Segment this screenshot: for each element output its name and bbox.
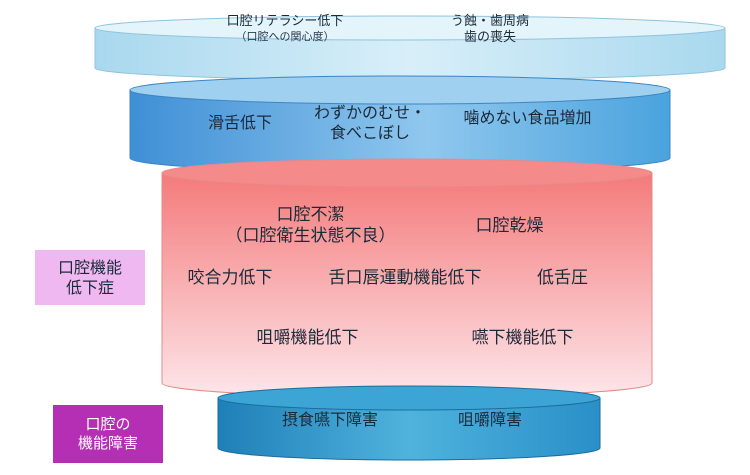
item-dysphagia: 摂食嚥下障害 <box>265 410 395 430</box>
side-label-oral-hypofunction: 口腔機能 低下症 <box>35 250 145 305</box>
item-line: 咬合力低下 <box>187 268 273 288</box>
item-line: 口腔乾燥 <box>475 216 544 236</box>
item-line: 滑舌低下 <box>207 113 272 132</box>
item-unchewable-food-increase: 噛めない食品増加 <box>445 108 610 128</box>
item-poor-oral-hygiene: 口腔不潔 （口腔衛生状態不良） <box>218 205 403 248</box>
item-tongue-lip-motor-decline: 舌口唇運動機能低下 <box>305 268 505 289</box>
item-masticatory-disorder: 咀嚼障害 <box>440 410 540 430</box>
item-line: 口腔リテラシー低下 <box>226 14 344 29</box>
side-label-line: 口腔の <box>85 415 131 434</box>
item-line: わずかのむせ・ <box>313 103 426 122</box>
side-label-line: 機能障害 <box>77 434 138 452</box>
item-line: 咀嚼機能低下 <box>256 328 359 348</box>
item-articulation-decline: 滑舌低下 <box>195 113 285 133</box>
tier-literacy <box>94 15 726 81</box>
item-oral-dryness: 口腔乾燥 <box>462 216 557 237</box>
item-occlusal-force-decline: 咬合力低下 <box>175 268 285 289</box>
item-line: 摂食嚥下障害 <box>281 410 378 429</box>
item-line: 咀嚼障害 <box>457 410 522 429</box>
tier-dysfunction <box>217 385 601 461</box>
item-slight-choking-spilling: わずかのむせ・ 食べこぼし <box>300 103 440 143</box>
item-line: 食べこぼし <box>329 123 410 142</box>
item-masticatory-function-decline: 咀嚼機能低下 <box>240 328 375 349</box>
item-line: 噛めない食品増加 <box>463 108 592 127</box>
side-label-line: 口腔機能 <box>57 257 122 277</box>
tier-frailty <box>129 75 671 173</box>
item-line: 低舌圧 <box>537 268 588 288</box>
item-swallowing-function-decline: 嚥下機能低下 <box>455 328 590 349</box>
item-line: う蝕・歯周病 <box>450 14 529 29</box>
item-caries-periodontal-tooth-loss: う蝕・歯周病 歯の喪失 <box>430 14 550 47</box>
item-line: 口腔不潔 <box>276 205 345 225</box>
item-line: 嚥下機能低下 <box>471 328 574 348</box>
item-line: （口腔衛生状態不良） <box>225 226 396 247</box>
side-label-oral-dysfunction: 口腔の 機能障害 <box>53 405 163 463</box>
side-label-line: 低下症 <box>65 277 114 297</box>
item-oral-literacy-decline: 口腔リテラシー低下 （口腔への関心度） <box>180 14 390 44</box>
item-low-tongue-pressure: 低舌圧 <box>525 268 600 289</box>
item-line: 歯の喪失 <box>463 30 516 46</box>
item-line: 舌口唇運動機能低下 <box>328 268 482 288</box>
item-note: （口腔への関心度） <box>235 30 335 44</box>
